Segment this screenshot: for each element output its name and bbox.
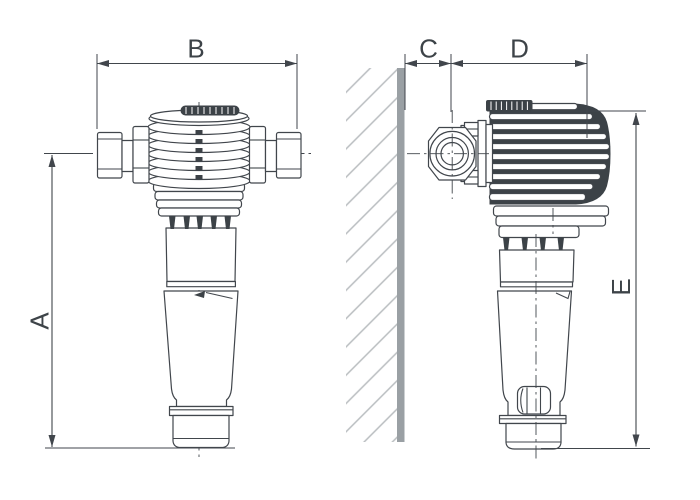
front-fins (147, 118, 251, 190)
front-prongs (169, 216, 231, 229)
dimension-a: A (25, 155, 235, 449)
side-view (407, 100, 611, 459)
dimension-c: C (404, 34, 452, 112)
dimension-e: E (531, 110, 650, 449)
side-grip (516, 385, 552, 415)
front-view (44, 102, 313, 457)
wall (346, 68, 405, 442)
side-device-body (496, 249, 575, 450)
side-prongs (503, 237, 564, 251)
wall-hatching (346, 68, 397, 442)
front-right-connector (248, 125, 302, 184)
dimension-label-d: D (510, 34, 529, 64)
front-top-cap (148, 105, 250, 127)
side-fins (488, 102, 611, 202)
front-device-body (163, 227, 239, 449)
side-heat-sink (427, 100, 611, 251)
wall-surface-band (397, 68, 405, 442)
dimension-d: D (451, 34, 588, 138)
front-heat-sink (96, 105, 302, 229)
dimension-label-e: E (606, 278, 636, 295)
dimension-b: B (96, 34, 298, 129)
dimension-label-b: B (187, 34, 204, 64)
dimension-label-c: C (419, 34, 438, 64)
side-top-cap (486, 100, 533, 112)
front-left-connector (96, 125, 150, 184)
dimension-label-a: A (25, 312, 55, 330)
